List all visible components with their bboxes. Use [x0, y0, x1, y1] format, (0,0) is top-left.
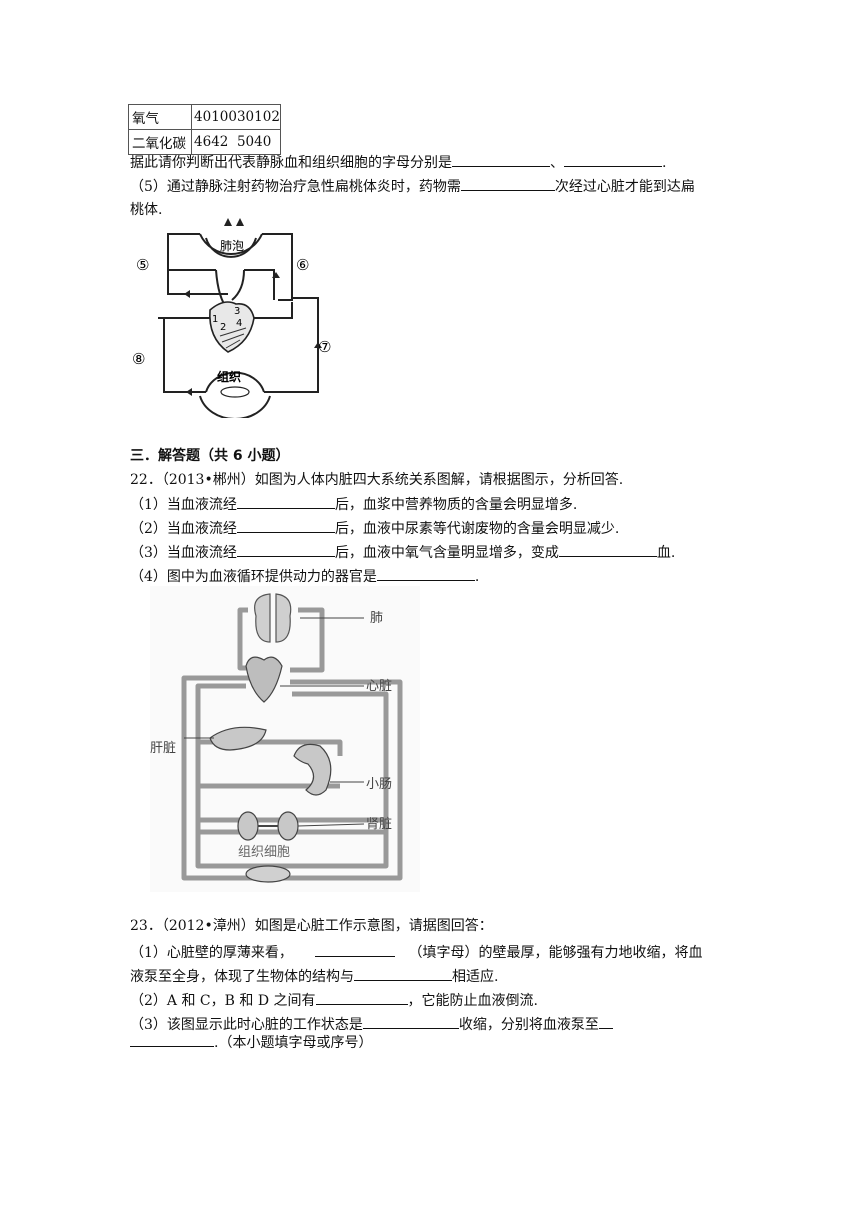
answer-blank[interactable] — [558, 542, 657, 557]
table-row: 二氧化碳 4642 5040 — [128, 129, 281, 155]
table-cell: 4010030102 — [191, 104, 281, 130]
answer-blank[interactable] — [564, 152, 662, 167]
answer-blank[interactable] — [362, 1014, 459, 1029]
q21-line3: 桃体. — [130, 202, 163, 218]
answer-blank[interactable] — [236, 542, 335, 557]
row-label: 二氧化碳 — [128, 129, 192, 155]
q23-sub2: （2）A 和 C，B 和 D 之间有，它能防止血液倒流. — [130, 990, 538, 1011]
answer-blank[interactable] — [236, 518, 335, 533]
chamber-4: 4 — [236, 318, 242, 329]
answer-blank[interactable] — [598, 1014, 613, 1029]
vessel-label-6: ⑥ — [296, 256, 309, 274]
answer-blank[interactable] — [130, 1032, 214, 1047]
heart-shape — [209, 301, 255, 353]
answer-blank[interactable] — [460, 176, 555, 191]
vessel-label-5: ⑤ — [136, 256, 149, 274]
answer-blank[interactable] — [354, 966, 452, 981]
liver-label: 肝脏 — [150, 741, 176, 756]
table-cell: 4642 5040 — [191, 129, 281, 155]
alveolus-label: 肺泡 — [220, 239, 244, 253]
q21-line1: 据此请你判断出代表静脉血和组织细胞的字母分别是、. — [130, 152, 666, 173]
gas-table: 氧气 4010030102 二氧化碳 4642 5040 — [128, 104, 281, 155]
q23-sub1-line2: 液泵至全身，体现了生物体的结构与相适应. — [130, 966, 498, 987]
q23-stem: 23．（2012•漳州）如图是心脏工作示意图，请据图回答： — [130, 918, 493, 934]
organ-systems-diagram: 肺 心脏 肝脏 小肠 肾脏 组织细胞 — [150, 586, 420, 892]
chamber-1: 1 — [212, 314, 218, 325]
row-label: 氧气 — [128, 104, 192, 130]
vessel-label-8: ⑧ — [132, 350, 145, 368]
heart-label: 心脏 — [366, 679, 392, 694]
circulation-diagram: 肺泡 组织 1 2 3 4 ⑤ ⑥ ⑦ ⑧ — [132, 218, 331, 418]
tissue-cell-label: 组织细胞 — [238, 845, 290, 860]
q22-stem: 22．（2013•郴州）如图为人体内脏四大系统关系图解，请根据图示，分析回答. — [130, 472, 624, 488]
intestine-label: 小肠 — [366, 777, 392, 792]
q22-sub3: （3）当血液流经后，血液中氧气含量明显增多，变成血. — [130, 542, 675, 563]
q23-sub1-line1: （1）心脏壁的厚薄来看， （填字母）的壁最厚，能够强有力地收缩，将血 — [130, 942, 703, 963]
tissue-label: 组织 — [217, 369, 241, 384]
q22-sub2: （2）当血液流经后，血液中尿素等代谢废物的含量会明显减少. — [130, 518, 619, 539]
q22-sub1: （1）当血液流经后，血浆中营养物质的含量会明显增多. — [130, 494, 577, 515]
answer-blank[interactable] — [315, 942, 396, 957]
vessel-label-7: ⑦ — [318, 338, 331, 356]
chamber-2: 2 — [220, 322, 226, 333]
answer-blank[interactable] — [315, 990, 408, 1005]
answer-blank[interactable] — [376, 566, 475, 581]
lung-label: 肺 — [370, 611, 383, 626]
answer-blank[interactable] — [452, 152, 550, 167]
answer-blank[interactable] — [236, 494, 335, 509]
q23-sub3-line2: .（本小题填字母或序号） — [130, 1032, 372, 1053]
kidney-label: 肾脏 — [366, 817, 392, 832]
chamber-3: 3 — [234, 306, 240, 317]
table-row: 氧气 4010030102 — [128, 104, 281, 130]
q23-sub3-line1: （3）该图显示此时心脏的工作状态是收缩，分别将血液泵至 — [130, 1014, 613, 1035]
q22-sub4: （4）图中为血液循环提供动力的器官是. — [130, 566, 479, 587]
q21-line2: （5）通过静脉注射药物治疗急性扁桃体炎时，药物需次经过心脏才能到达扁 — [130, 176, 695, 197]
section-title: 三．解答题（共 6 小题） — [130, 448, 290, 464]
